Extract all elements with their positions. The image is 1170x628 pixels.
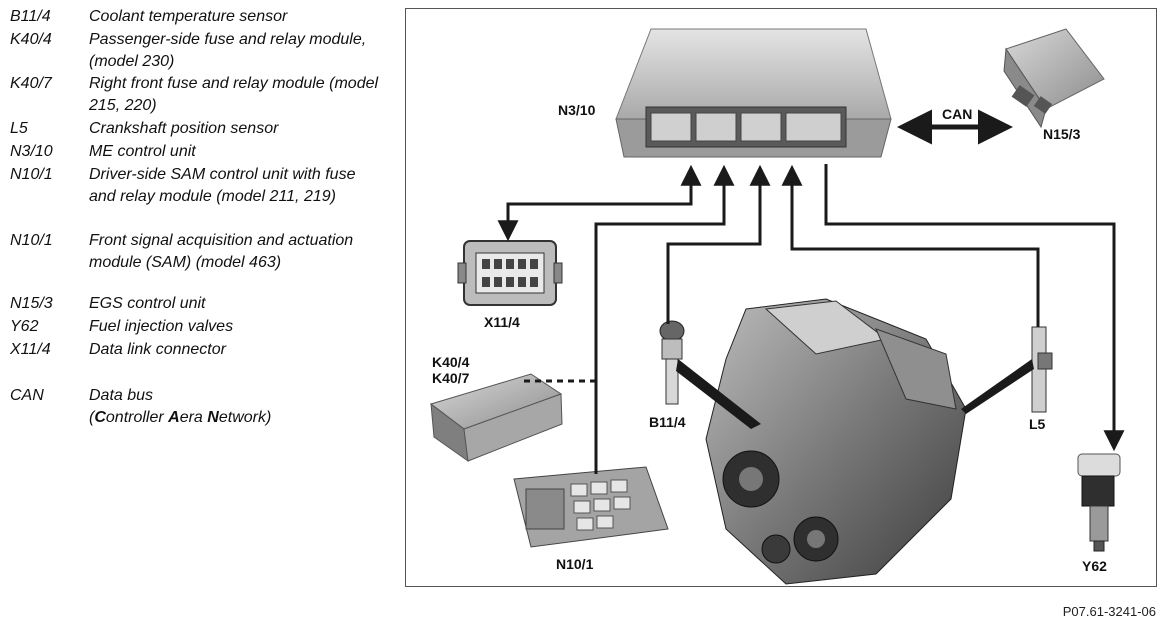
- legend-code: N10/1: [10, 232, 53, 249]
- can-paren: (: [89, 409, 95, 426]
- signal-lines: [497, 164, 1125, 474]
- legend-code: N3/10: [10, 143, 53, 160]
- can-text-1: ontroller: [105, 409, 169, 426]
- legend-desc: Data link connector: [89, 341, 226, 358]
- legend-desc: Crankshaft position sensor: [89, 120, 279, 137]
- label-b11-4: B11/4: [649, 414, 686, 430]
- line-y62: [824, 164, 1125, 452]
- can-text-2: era: [179, 409, 208, 426]
- line-l5: [781, 164, 1040, 327]
- can-letter-n: N: [207, 409, 219, 426]
- can-letter-c: C: [94, 409, 106, 426]
- can-text-3: etwork): [218, 409, 272, 426]
- k40-fuse-relay-module: [429, 373, 563, 463]
- legend-code: B11/4: [10, 8, 51, 25]
- label-l5: L5: [1029, 416, 1046, 432]
- can-letter-a: A: [168, 409, 180, 426]
- legend-desc: Fuel injection valves: [89, 318, 234, 335]
- label-k40-7: K40/7: [432, 370, 470, 386]
- line-n10-1: [594, 164, 735, 474]
- legend-desc: Front signal acquisition and actuation m…: [89, 232, 354, 271]
- l5-crankshaft-sensor: [961, 326, 1053, 414]
- line-b11-4: [666, 164, 771, 324]
- n3-10-control-unit: [615, 28, 892, 158]
- legend-desc: Driver-side SAM control unit with fuse a…: [89, 166, 356, 205]
- label-n3-10: N3/10: [558, 102, 596, 118]
- legend-desc: ME control unit: [89, 143, 196, 160]
- legend-code: N10/1: [10, 166, 53, 183]
- legend-desc: EGS control unit: [89, 295, 206, 312]
- b11-4-coolant-sensor: [659, 320, 761, 429]
- y62-fuel-injector: [1077, 453, 1121, 552]
- n15-3-egs-unit: [1003, 28, 1105, 129]
- label-x11-4: X11/4: [484, 314, 520, 330]
- label-y62: Y62: [1082, 558, 1107, 574]
- legend-code: K40/7: [10, 75, 52, 92]
- x11-4-connector: [457, 240, 563, 306]
- engine: [705, 298, 967, 585]
- legend-desc: Data bus (Controller Aera Network): [89, 385, 379, 429]
- legend-code: X11/4: [10, 341, 51, 358]
- legend-code: CAN: [10, 387, 44, 404]
- label-can: CAN: [942, 106, 972, 122]
- legend-code: K40/4: [10, 31, 52, 48]
- legend-desc: Right front fuse and relay module (model…: [89, 75, 379, 114]
- label-k40-4: K40/4: [432, 354, 470, 370]
- figure-id: P07.61-3241-06: [1062, 604, 1156, 619]
- legend-code: N15/3: [10, 295, 53, 312]
- legend-desc: Passenger-side fuse and relay module, (m…: [89, 31, 367, 70]
- label-n10-1: N10/1: [556, 556, 594, 572]
- diagram-frame: N3/10 CAN N15/3 X11/4 K40/4 K40/7 B11/4 …: [405, 8, 1157, 587]
- legend-code: Y62: [10, 318, 39, 335]
- line-x11-4: [497, 164, 702, 242]
- legend-desc: Coolant temperature sensor: [89, 8, 288, 25]
- label-n15-3: N15/3: [1043, 126, 1081, 142]
- can-line1: Data bus: [89, 387, 154, 404]
- diagram-canvas: N3/10 CAN N15/3 X11/4 K40/4 K40/7 B11/4 …: [429, 28, 1125, 585]
- n10-1-sam-module: [513, 466, 669, 548]
- legend-code: L5: [10, 120, 28, 137]
